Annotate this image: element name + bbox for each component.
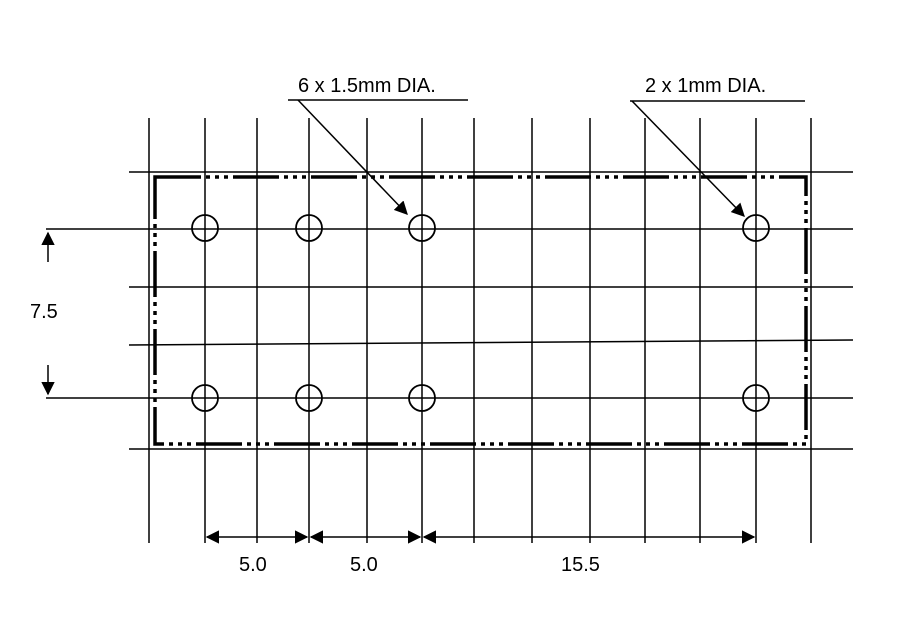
hole-large-5 xyxy=(295,384,323,412)
hole-small-1 xyxy=(742,214,770,242)
hole-large-2 xyxy=(295,214,323,242)
small-holes-callout: 2 x 1mm DIA. xyxy=(630,75,805,217)
spacing-1-label: 5.0 xyxy=(239,554,267,576)
spacing-3-label: 15.5 xyxy=(561,554,600,576)
small-holes-callout-label: 2 x 1mm DIA. xyxy=(645,75,766,97)
grid-horizontal-lines xyxy=(46,171,854,450)
hole-large-6 xyxy=(408,384,436,412)
hole-large-3 xyxy=(408,214,436,242)
large-holes-callout-label: 6 x 1.5mm DIA. xyxy=(298,75,436,97)
large-holes-callout: 6 x 1.5mm DIA. xyxy=(288,75,468,215)
vertical-dimension-label: 7.5 xyxy=(30,301,58,323)
component-outline xyxy=(153,175,808,446)
hole-large-1 xyxy=(191,214,219,242)
hole-small-2 xyxy=(742,384,770,412)
spacing-2-label: 5.0 xyxy=(350,554,378,576)
hole-large-4 xyxy=(191,384,219,412)
grid-vertical-lines xyxy=(148,118,812,543)
hole-markers xyxy=(191,214,770,412)
